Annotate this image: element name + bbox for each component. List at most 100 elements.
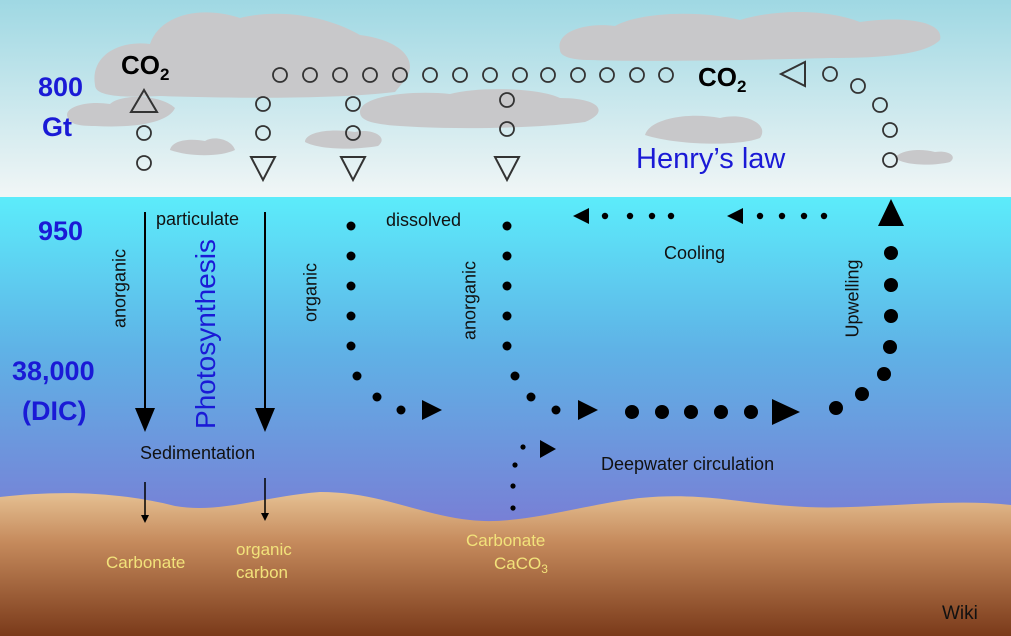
flow-arrow-icon xyxy=(878,199,904,226)
co2-flow-circle xyxy=(570,67,586,83)
upwelling-label: Upwelling xyxy=(842,259,863,338)
co2-flow-circle xyxy=(872,97,888,113)
carbonate-caco3-label: Carbonate xyxy=(466,531,546,550)
seabed xyxy=(0,492,1011,636)
flow-arrow-icon xyxy=(578,400,598,420)
sedimentation-label: Sedimentation xyxy=(140,443,256,463)
flow-arrow-icon xyxy=(422,400,442,420)
flow-arrow-icons xyxy=(422,199,904,458)
cooling-label: Cooling xyxy=(664,243,726,263)
organic-flow-dot xyxy=(372,392,382,402)
organic-flow-dot xyxy=(346,221,356,231)
atmosphere-reservoir-unit: Gt xyxy=(42,112,72,142)
atmosphere-reservoir-value: 800 xyxy=(38,72,84,102)
co2-flow-circle xyxy=(136,125,152,141)
carbonate-flow-dot xyxy=(510,505,516,511)
carbonate-flow-dot xyxy=(520,444,526,450)
co2-flow-circle xyxy=(422,67,438,83)
cloud-small-4 xyxy=(645,115,763,144)
cooling-dot xyxy=(626,212,634,220)
photosynthesis-label: Photosynthesis xyxy=(190,239,221,429)
co2-label-right: CO2 xyxy=(698,62,747,96)
co2-flow-circle xyxy=(658,67,674,83)
cooling-dot xyxy=(648,212,656,220)
upwelling-flow-dot xyxy=(884,309,898,323)
cloud-large-left xyxy=(94,12,410,98)
co2-flow-circle xyxy=(599,67,615,83)
carbonate-flow-dot xyxy=(512,462,518,468)
co2-flow-circle xyxy=(255,125,271,141)
co2-direction-triangles xyxy=(129,60,806,183)
co2-flow-circle xyxy=(136,155,152,171)
co2-flow-circle xyxy=(482,67,498,83)
cloud-small-1 xyxy=(67,96,175,127)
arrow-head-icon xyxy=(261,513,269,521)
organic-flow-dot xyxy=(346,341,356,351)
cooling-dot xyxy=(820,212,828,220)
credit-label: Wiki xyxy=(942,603,978,624)
flow-arrow-icon xyxy=(540,440,556,458)
deep-ocean-reservoir-unit: (DIC) xyxy=(22,396,87,426)
upwelling-flow-dot xyxy=(884,278,898,292)
co2-down-triangle-icon xyxy=(493,156,521,183)
co2-flow-circle xyxy=(629,67,645,83)
upwelling-flow-dot xyxy=(884,246,898,260)
organic-flow-dot xyxy=(346,251,356,261)
co2-down-triangle-icon xyxy=(249,156,277,183)
flow-arrow-icon xyxy=(772,399,800,425)
anorganic-flow-dot xyxy=(502,341,512,351)
co2-flow-circle xyxy=(302,67,318,83)
caco3-formula-label: CaCO3 xyxy=(494,554,548,576)
co2-flow-circle xyxy=(345,125,361,141)
arrow-head-icon xyxy=(135,408,155,432)
cloud-large-right xyxy=(559,11,941,61)
upwelling-flow-dot xyxy=(829,401,843,415)
co2-flow-circle xyxy=(882,152,898,168)
co2-flow-circle xyxy=(392,67,408,83)
anorganic-flow-dot xyxy=(510,371,520,381)
cloud-small-3 xyxy=(305,130,382,149)
dissolved-carbon-flows xyxy=(346,212,898,511)
upwelling-flow-dot xyxy=(877,367,891,381)
cloud-small-5 xyxy=(895,150,953,165)
upwelling-flow-dot xyxy=(855,387,869,401)
anorganic-flow-dot xyxy=(502,311,512,321)
anorganic-flow-dot xyxy=(502,251,512,261)
carbonate-sediment-label: Carbonate xyxy=(106,553,186,572)
deepwater-flow-dot xyxy=(625,405,639,419)
upwelling-flow-dot xyxy=(883,340,897,354)
co2-flow-circle xyxy=(255,96,271,112)
co2-flow-circle xyxy=(512,67,528,83)
organic-carbon-sediment-label-line2: carbon xyxy=(236,563,288,582)
co2-flow-circle xyxy=(540,67,556,83)
carbonate-flow-dot xyxy=(510,483,516,489)
deepwater-flow-dot xyxy=(684,405,698,419)
deepwater-flow-dot xyxy=(744,405,758,419)
flow-arrow-icon xyxy=(573,208,589,224)
organic-label: organic xyxy=(300,262,321,323)
anorganic-flow-dot xyxy=(502,221,512,231)
co2-flow-circle xyxy=(499,92,515,108)
deep-ocean-reservoir-value: 38,000 xyxy=(12,356,95,386)
co2-flow-circle xyxy=(850,78,866,94)
organic-flow-dot xyxy=(346,311,356,321)
cloud-small-2 xyxy=(170,138,235,156)
atmospheric-co2-flow xyxy=(136,66,898,171)
cooling-dot xyxy=(778,212,786,220)
co2-flow-circle xyxy=(452,67,468,83)
cooling-dot xyxy=(756,212,764,220)
organic-flow-dot xyxy=(346,281,356,291)
co2-flow-circle xyxy=(499,121,515,137)
co2-flow-circle xyxy=(272,67,288,83)
cooling-dot xyxy=(667,212,675,220)
deepwater-flow-dot xyxy=(714,405,728,419)
anorganic-flow-dot xyxy=(526,392,536,402)
organic-flow-dot xyxy=(352,371,362,381)
deepwater-circulation-label: Deepwater circulation xyxy=(601,454,775,474)
dissolved-label: dissolved xyxy=(386,210,462,230)
co2-flow-circle xyxy=(822,66,838,82)
co2-flow-circle xyxy=(332,67,348,83)
cloud-middle xyxy=(360,89,599,129)
co2-left-triangle-icon xyxy=(778,60,806,88)
